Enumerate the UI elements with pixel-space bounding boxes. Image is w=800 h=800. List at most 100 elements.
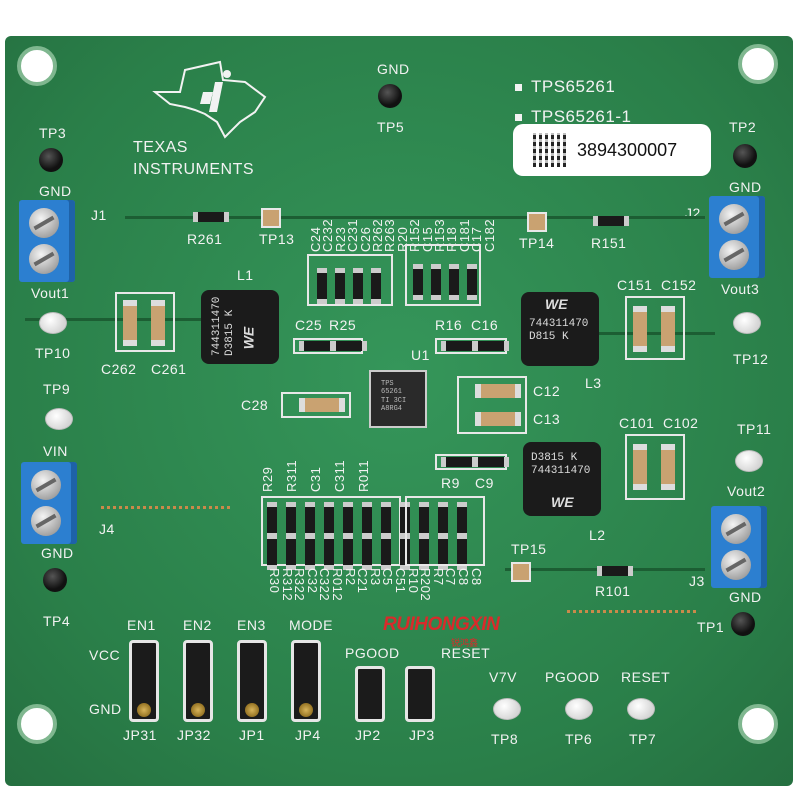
- test-point-tp6[interactable]: [565, 698, 593, 720]
- test-point-tp10[interactable]: [39, 312, 67, 334]
- l1-label: L1: [237, 267, 254, 283]
- terminal-block-j2[interactable]: [709, 196, 765, 278]
- vcc-label: VCC: [89, 647, 121, 663]
- jumper-jp4[interactable]: [291, 640, 321, 722]
- gnd-label-j2: GND: [729, 179, 762, 195]
- test-pad-tp15[interactable]: [511, 562, 531, 582]
- terminal-block-j3[interactable]: [711, 506, 767, 588]
- terminal-block-j1[interactable]: [19, 200, 75, 282]
- tp5-label: TP5: [377, 119, 405, 135]
- we-logo: WE: [240, 326, 257, 350]
- pcb-board: TEXAS INSTRUMENTS TPS65261 TPS65261-1 38…: [5, 36, 793, 786]
- tp14-label: TP14: [519, 235, 555, 251]
- test-point-tp1[interactable]: [731, 612, 755, 636]
- r261-label: R261: [187, 231, 223, 247]
- reset-tp-label: RESET: [621, 669, 671, 685]
- c16-label: C16: [471, 317, 499, 333]
- en3-label: EN3: [237, 617, 266, 633]
- test-point-tp12[interactable]: [733, 312, 761, 334]
- screw-icon: [31, 506, 61, 536]
- cap-footprint-c151-c152: [625, 296, 685, 360]
- en1-label: EN1: [127, 617, 156, 633]
- c28-label: C28: [241, 397, 269, 413]
- we-logo: WE: [551, 494, 574, 510]
- tp12-label: TP12: [733, 351, 769, 367]
- r9-label: R9: [441, 475, 460, 491]
- cap-footprint-c262-c261: [115, 292, 175, 352]
- jumper-jp1[interactable]: [237, 640, 267, 722]
- smd-component: [381, 534, 391, 570]
- resistor-r101: [597, 566, 633, 576]
- screw-icon: [31, 470, 61, 500]
- jumper-jp31[interactable]: [129, 640, 159, 722]
- test-point-tp2[interactable]: [733, 144, 757, 168]
- test-point-tp4[interactable]: [43, 568, 67, 592]
- test-point-tp3[interactable]: [39, 148, 63, 172]
- mounting-hole-top-left: [17, 46, 57, 86]
- screw-icon: [29, 208, 59, 238]
- test-pad-tp13[interactable]: [261, 208, 281, 228]
- jumper-jp2[interactable]: [355, 666, 385, 722]
- brand-line2: INSTRUMENTS: [133, 161, 255, 178]
- smd-component: [381, 502, 391, 538]
- vout1-label: Vout1: [31, 285, 70, 301]
- screw-icon: [719, 204, 749, 234]
- r151-label: R151: [591, 235, 627, 251]
- tp10-label: TP10: [35, 345, 71, 361]
- component-label: C311: [332, 459, 347, 492]
- bullet-marker: [515, 84, 522, 91]
- component-label: C31: [308, 466, 323, 492]
- test-pad-tp14[interactable]: [527, 212, 547, 232]
- test-point-tp7[interactable]: [627, 698, 655, 720]
- pin-icon: [299, 703, 313, 717]
- c9-label: C9: [475, 475, 494, 491]
- gnd-label-jumpers: GND: [89, 701, 122, 717]
- smd-component: [324, 502, 334, 538]
- test-point-tp8[interactable]: [493, 698, 521, 720]
- capacitor-c102: [661, 444, 675, 490]
- test-point-tp5[interactable]: [378, 84, 402, 108]
- r16-label: R16: [435, 317, 463, 333]
- resistor-r25: [331, 341, 367, 351]
- v7v-label: V7V: [489, 669, 517, 685]
- terminal-block-j4[interactable]: [21, 462, 77, 544]
- cap-footprint-c101-c102: [625, 434, 685, 500]
- gnd-label-top: GND: [377, 61, 410, 77]
- jp3-label: JP3: [409, 727, 435, 743]
- c101-label: C101: [619, 415, 655, 431]
- capacitor-c13: [475, 412, 521, 426]
- capacitor-c28: [299, 398, 345, 412]
- pgood-label: PGOOD: [345, 645, 400, 661]
- test-point-tp11[interactable]: [735, 450, 763, 472]
- pin-icon: [137, 703, 151, 717]
- smd-component: [286, 502, 296, 538]
- tp11-label: TP11: [737, 421, 772, 437]
- screw-icon: [721, 514, 751, 544]
- component-label: R29: [260, 466, 275, 492]
- smd-component: [362, 502, 372, 538]
- jp2-label: JP2: [355, 727, 381, 743]
- gnd-label-j4: GND: [41, 545, 74, 561]
- smd-component: [419, 534, 429, 570]
- smd-component: [438, 534, 448, 570]
- smd-component: [267, 502, 277, 538]
- vin-label: VIN: [43, 443, 68, 459]
- test-point-tp9[interactable]: [45, 408, 73, 430]
- smd-component: [362, 534, 372, 570]
- c102-label: C102: [663, 415, 699, 431]
- jumper-jp32[interactable]: [183, 640, 213, 722]
- capacitor-c151: [633, 306, 647, 352]
- vout2-label: Vout2: [727, 483, 766, 499]
- resistor-r151: [593, 216, 629, 226]
- tp8-label: TP8: [491, 731, 519, 747]
- jumper-jp3[interactable]: [405, 666, 435, 722]
- j3-label: J3: [689, 573, 705, 589]
- resistor-r261: [193, 212, 229, 222]
- smd-component: [343, 502, 353, 538]
- tp6-label: TP6: [565, 731, 593, 747]
- smd-component: [305, 502, 315, 538]
- r101-label: R101: [595, 583, 631, 599]
- capacitor-c262: [123, 300, 137, 346]
